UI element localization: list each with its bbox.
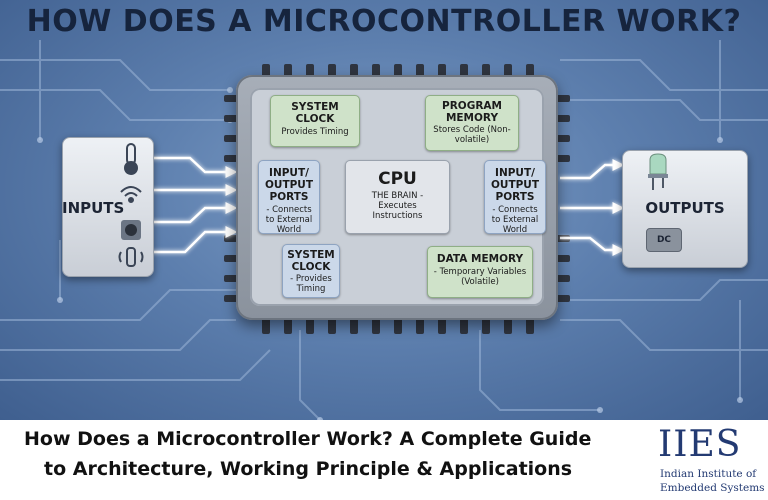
system-clock-bottom-desc: - Provides Timing: [290, 274, 332, 294]
iies-logo: IIES: [658, 424, 742, 465]
data-memory-desc: - Temporary Variables (Volatile): [433, 267, 527, 287]
inputs-panel: [62, 137, 154, 277]
push-button-icon: [121, 220, 141, 240]
outputs-label: OUTPUTS: [645, 199, 725, 217]
circuit-board-background: [0, 40, 768, 420]
page-title: HOW DOES A MICROCONTROLLER WORK?: [26, 4, 742, 39]
system-clock-block-top: SYSTEM CLOCK Provides Timing: [270, 95, 360, 147]
program-memory-block: PROGRAM MEMORY Stores Code (Non-volatile…: [425, 95, 519, 151]
hero-illustration: HOW DOES A MICROCONTROLLER WORK? INPUTS: [0, 0, 768, 420]
led-icon: [648, 153, 668, 190]
vibration-sensor-icon: [118, 247, 144, 267]
dc-label: DC: [656, 235, 672, 245]
logo-line-2: Embedded Systems: [660, 482, 765, 494]
io-right-title: INPUT/ OUTPUT PORTS: [491, 167, 539, 203]
system-clock-bottom-title: SYSTEM CLOCK: [287, 249, 335, 273]
system-clock-block-bottom: SYSTEM CLOCK - Provides Timing: [282, 244, 340, 298]
dc-motor-icon: DC: [646, 228, 682, 252]
input-signal-traces: [150, 156, 238, 254]
io-ports-block-left: INPUT/ OUTPUT PORTS - Connects to Extern…: [258, 160, 320, 235]
logo-line-1: Indian Institute of: [660, 468, 757, 480]
wifi-signal-icon: [120, 186, 142, 203]
caption-line-1: How Does a Microcontroller Work? A Compl…: [24, 428, 592, 450]
system-clock-top-title: SYSTEM CLOCK: [291, 101, 339, 125]
data-memory-block: DATA MEMORY - Temporary Variables (Volat…: [427, 246, 533, 298]
io-left-desc: - Connects to External World: [265, 205, 313, 235]
data-memory-title: DATA MEMORY: [436, 253, 524, 265]
thermometer-icon: [124, 143, 138, 175]
cpu-desc: THE BRAIN - Executes Instructions: [371, 191, 424, 221]
inputs-label: INPUTS: [62, 199, 125, 217]
pcb-traces: [0, 40, 768, 420]
io-ports-block-right: INPUT/ OUTPUT PORTS - Connects to Extern…: [484, 160, 546, 235]
program-memory-desc: Stores Code (Non-volatile): [433, 125, 511, 145]
caption-line-2: to Architecture, Working Principle & App…: [44, 458, 573, 480]
outputs-panel: [622, 150, 748, 268]
io-right-desc: - Connects to External World: [491, 205, 539, 235]
cpu-title: CPU: [378, 169, 417, 189]
chip-pins: [224, 64, 570, 334]
program-memory-title: PROGRAM MEMORY: [442, 100, 502, 124]
output-signal-traces: [560, 159, 625, 256]
system-clock-top-desc: Provides Timing: [281, 127, 349, 137]
io-left-title: INPUT/ OUTPUT PORTS: [265, 167, 313, 203]
cpu-block: CPU THE BRAIN - Executes Instructions: [345, 160, 450, 234]
caption-area: [0, 420, 768, 500]
